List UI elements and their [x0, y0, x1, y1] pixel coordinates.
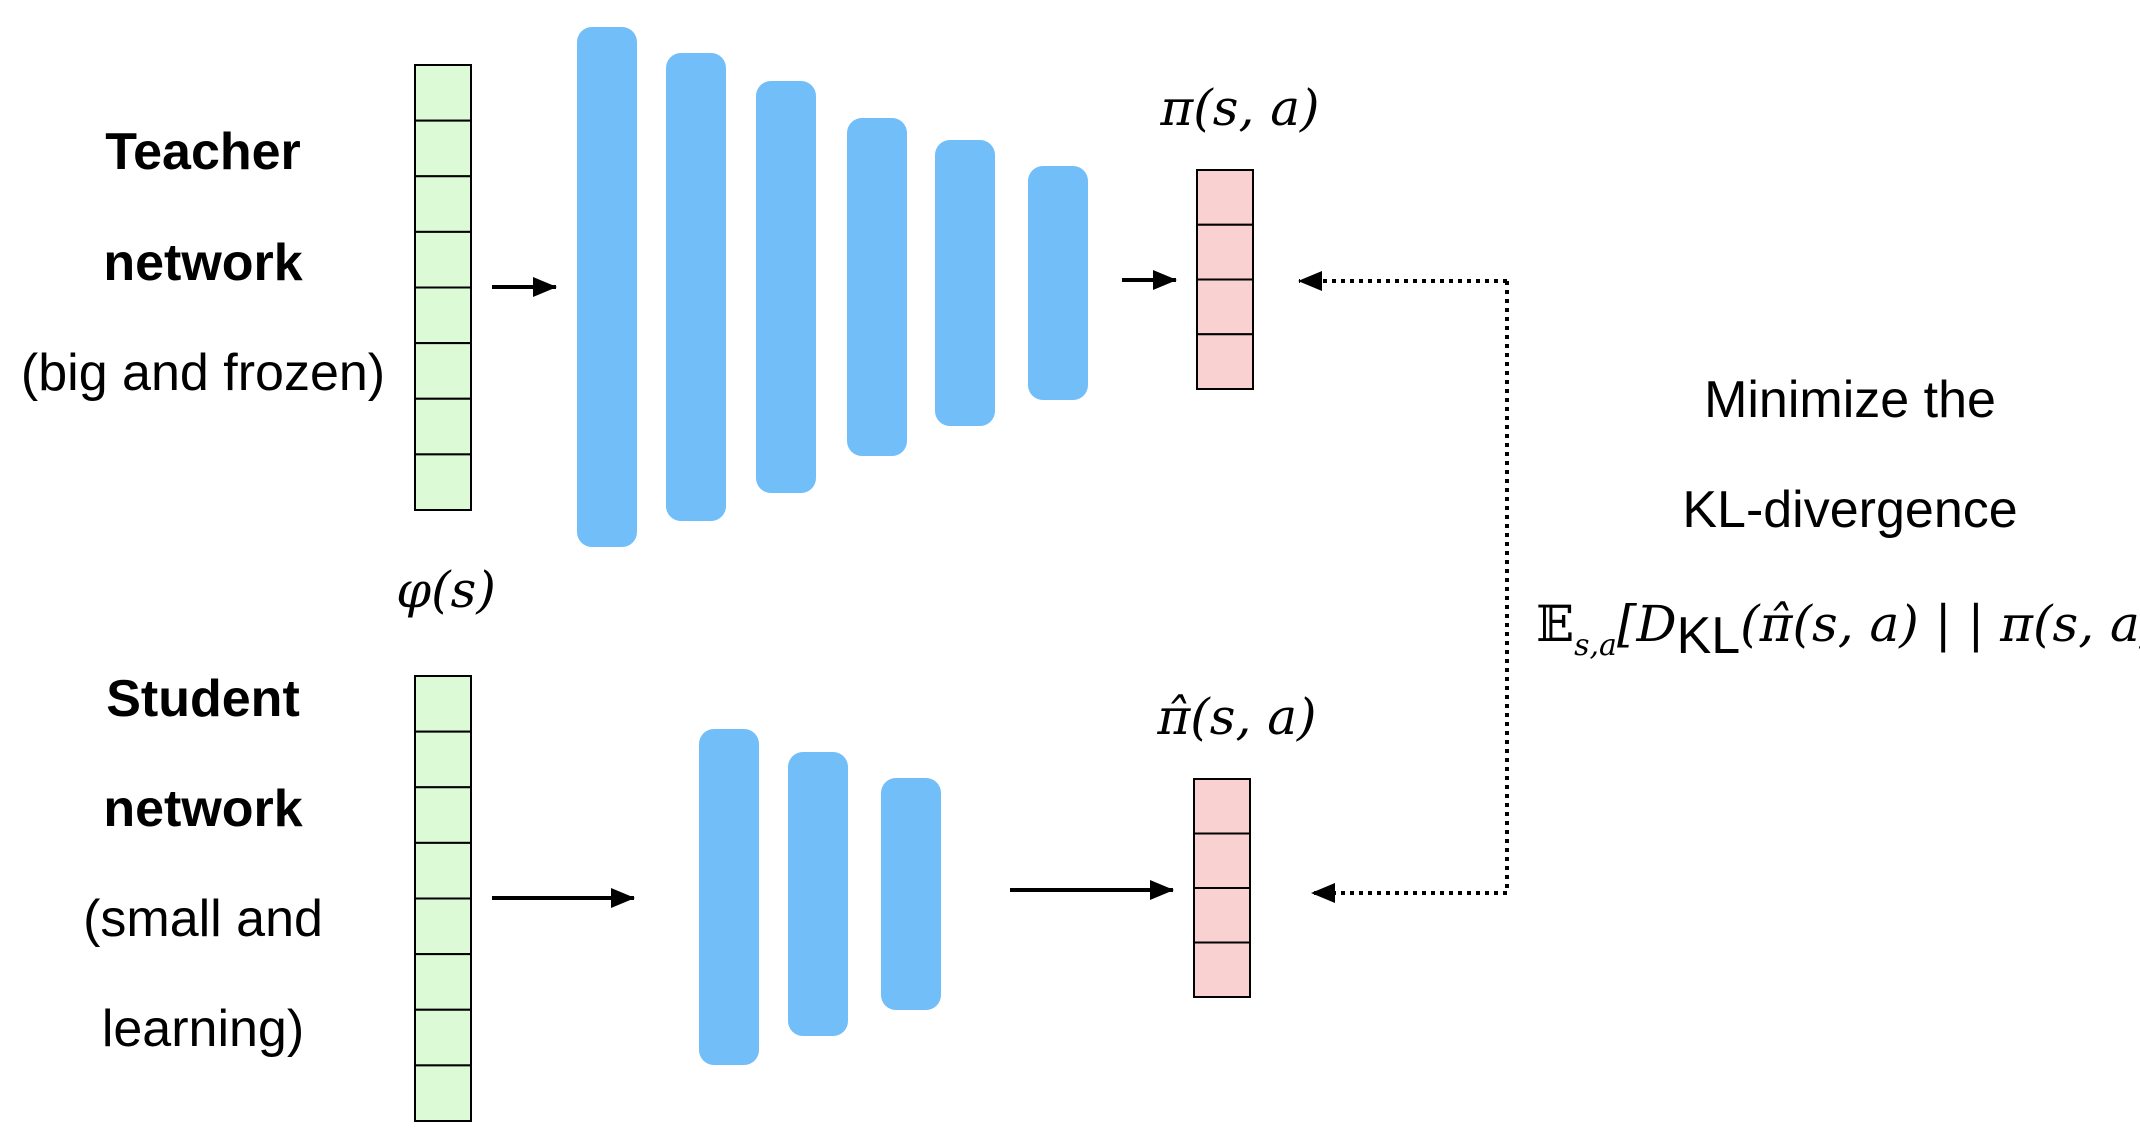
student-input-cell: [414, 1064, 472, 1122]
student-subtitle-line2: learning): [101, 1000, 305, 1058]
teacher-input-cell: [414, 286, 472, 345]
teacher-output-cell: [1196, 223, 1254, 281]
student-input-cell: [414, 786, 472, 844]
teacher-title-line2: network: [103, 234, 303, 292]
teacher-input-cell: [414, 119, 472, 178]
arrows: [492, 270, 1509, 908]
teacher-input-cell: [414, 230, 472, 289]
formula-rest: (π̂(s, a) | | π(s, a))]: [1740, 595, 2140, 653]
teacher-network: [414, 27, 1254, 547]
student-network: [414, 675, 1251, 1122]
student-output-cell: [1193, 778, 1251, 835]
teacher-input-cell: [414, 175, 472, 233]
formula-open: [D: [1616, 595, 1677, 653]
teacher-output-cell: [1196, 169, 1254, 226]
student-input-cell: [414, 675, 472, 733]
student-input-cell: [414, 730, 472, 789]
teacher-input-cell: [414, 453, 472, 511]
objective-line1: Minimize the: [1704, 371, 1996, 429]
student-title-line1: Student: [106, 670, 300, 728]
student-subtitle-line1: (small and: [83, 890, 323, 948]
teacher-layer: [577, 27, 637, 547]
student-input-cell: [414, 953, 472, 1011]
teacher-layer: [1028, 166, 1088, 400]
teacher-input-cell: [414, 397, 472, 456]
input-feature-label: φ(s): [396, 561, 496, 619]
kl-formula: 𝔼s,a[DKL(π̂(s, a) | | π(s, a))]: [1536, 595, 2140, 662]
teacher-title-line1: Teacher: [105, 123, 301, 181]
teacher-input-cell: [414, 342, 472, 400]
student-input-cell: [414, 841, 472, 900]
student-layer: [788, 752, 848, 1036]
student-input-cell: [414, 1008, 472, 1067]
teacher-layer: [847, 118, 907, 456]
student-output-cell: [1193, 887, 1251, 944]
teacher-output-cell: [1196, 278, 1254, 336]
teacher-subtitle: (big and frozen): [20, 344, 386, 402]
teacher-layer: [666, 53, 726, 521]
teacher-output-label: π(s, a): [1160, 79, 1320, 137]
student-title-line2: network: [103, 780, 303, 838]
formula-kl: KL: [1676, 607, 1741, 665]
student-output-label: π̂(s, a): [1157, 688, 1317, 746]
teacher-layer: [935, 140, 995, 426]
student-layer: [881, 778, 941, 1010]
teacher-layer: [756, 81, 816, 493]
objective-line2: KL-divergence: [1682, 481, 2018, 539]
teacher-input-cell: [414, 64, 472, 122]
teacher-output-cell: [1196, 333, 1254, 390]
student-input-cell: [414, 897, 472, 956]
student-layer: [699, 729, 759, 1065]
student-output-cell: [1193, 941, 1251, 998]
formula-subscript: s,a: [1574, 628, 1617, 663]
student-output-cell: [1193, 832, 1251, 889]
formula-expectation: 𝔼: [1536, 595, 1575, 653]
